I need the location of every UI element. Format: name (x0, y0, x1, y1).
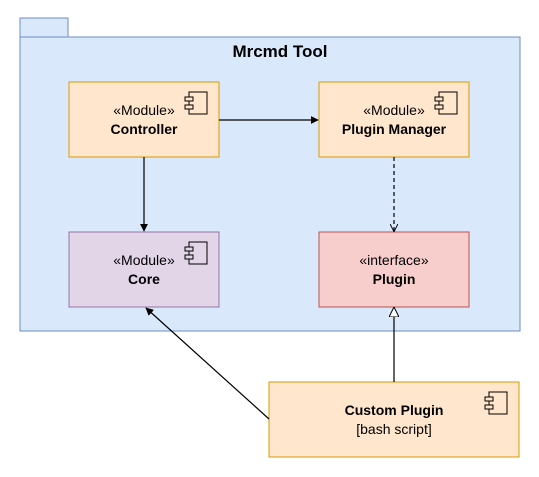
component-icon (434, 91, 458, 115)
package-tab (19, 17, 69, 38)
package-title: Mrcmd Tool (232, 42, 327, 61)
core-name: Core (128, 271, 160, 287)
component-icon (184, 91, 208, 115)
interface-plugin[interactable]: «interface» Plugin (318, 231, 470, 308)
plugin-manager-stereotype: «Module» (363, 102, 425, 118)
controller-stereotype: «Module» (113, 102, 175, 118)
plugin-name: Plugin (373, 271, 416, 287)
custom-plugin-subtitle: [bash script] (356, 421, 431, 437)
controller-name: Controller (111, 121, 178, 137)
component-plugin-manager[interactable]: «Module» Plugin Manager (318, 81, 470, 158)
core-stereotype: «Module» (113, 252, 175, 268)
custom-plugin-name: Custom Plugin (345, 402, 444, 418)
component-custom-plugin[interactable]: Custom Plugin [bash script] (268, 381, 520, 458)
component-controller[interactable]: «Module» Controller (68, 81, 220, 158)
plugin-manager-name: Plugin Manager (342, 121, 447, 137)
edge-custom-plugin-to-core (145, 307, 270, 420)
component-core[interactable]: «Module» Core (68, 231, 220, 308)
component-icon (484, 391, 508, 415)
component-icon (184, 241, 208, 265)
plugin-stereotype: «interface» (359, 252, 428, 268)
